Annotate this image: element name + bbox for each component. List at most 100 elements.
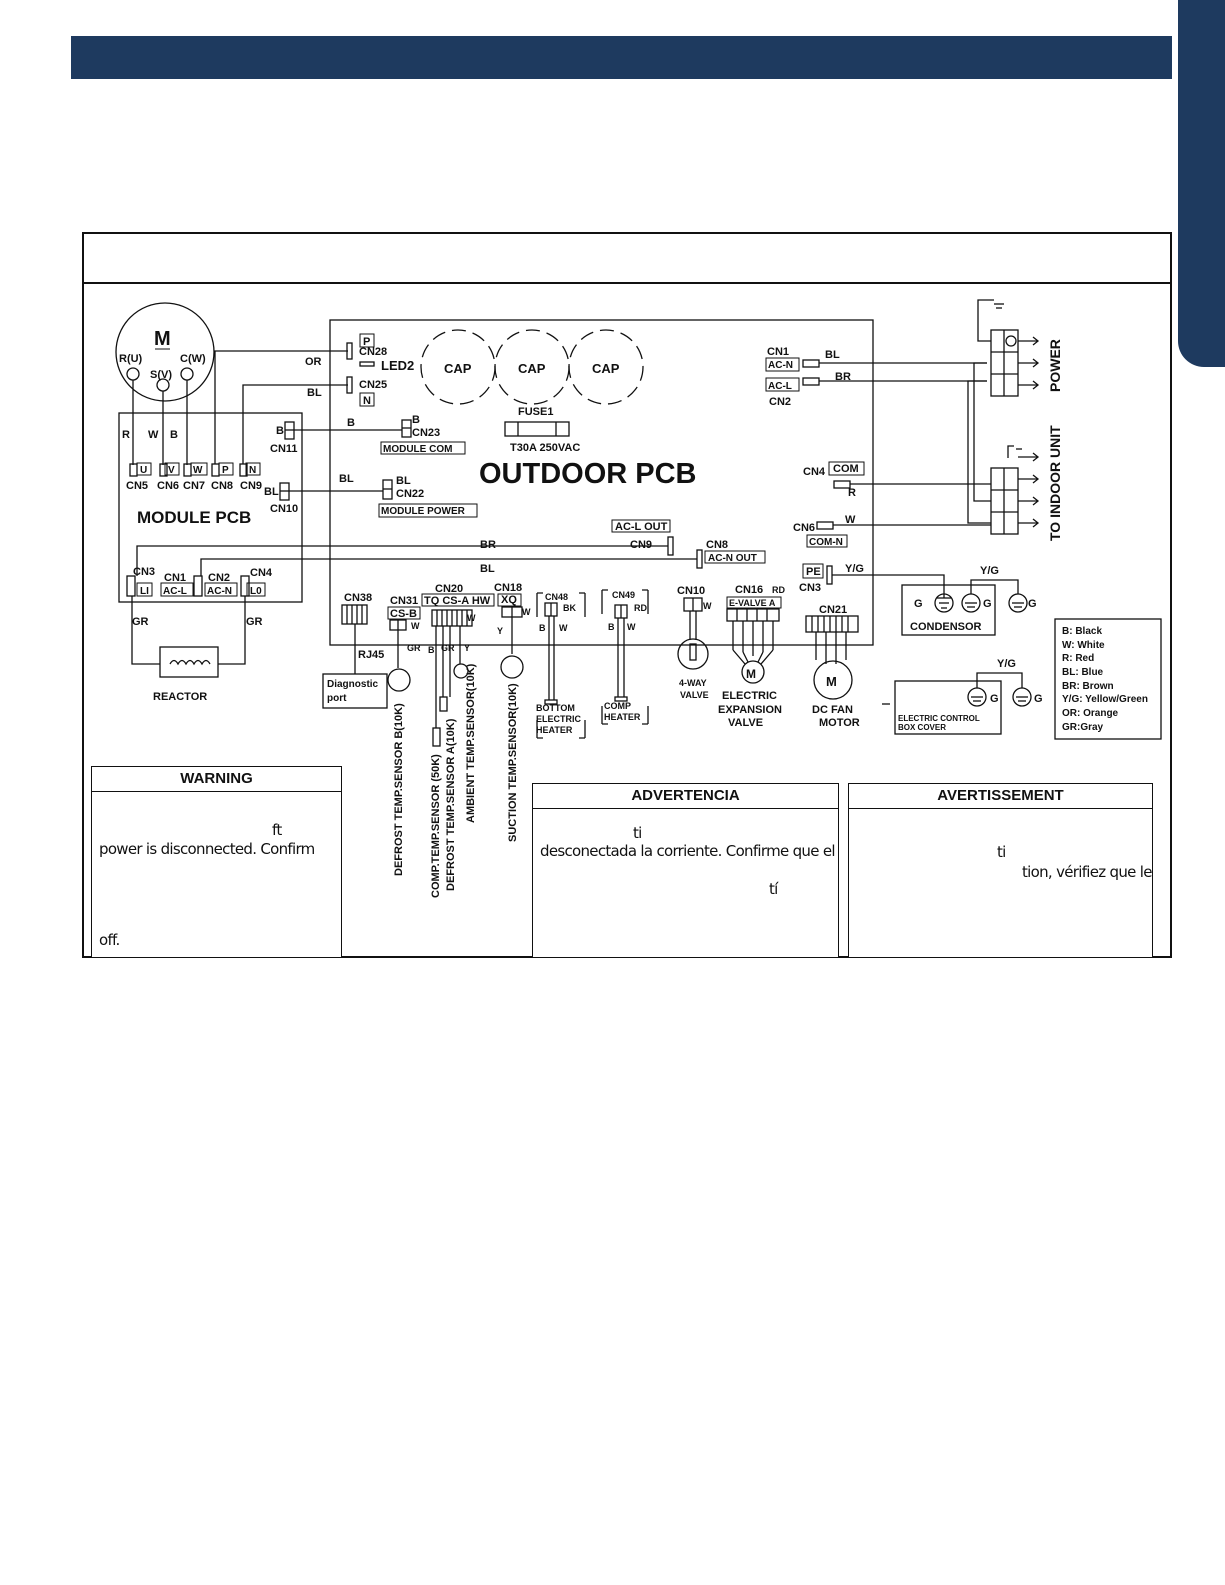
cap-label-2: CAP xyxy=(518,361,546,376)
wire-w-label: W xyxy=(148,429,159,441)
cn23-b-label: B xyxy=(412,414,420,426)
connector-cn25: CN25 xyxy=(359,379,387,391)
connector-cn4: CN4 xyxy=(803,466,826,478)
avertissement-title: AVERTISSEMENT xyxy=(849,784,1152,809)
legend-item-7: OR: Orange xyxy=(1062,708,1119,719)
terminal-n-outdoor: N xyxy=(363,395,371,407)
terminal-acl-out: AC-L OUT xyxy=(615,521,668,533)
cn20-gr-label: GR xyxy=(441,643,455,653)
cn16-rd-label: RD xyxy=(772,585,785,595)
cn20-w-label: W xyxy=(467,613,476,623)
fuse-label: FUSE1 xyxy=(518,406,553,418)
advertencia-title: ADVERTENCIA xyxy=(533,784,838,809)
connector-cn22: CN22 xyxy=(396,488,424,500)
cap-label-3: CAP xyxy=(592,361,620,376)
condensor-label: CONDENSOR xyxy=(910,621,982,633)
sensor-defrost-b: DEFROST TEMP.SENSOR B(10K) xyxy=(393,703,405,876)
terminal-acn-module: AC-N xyxy=(207,586,232,597)
legend-item-8: GR:Gray xyxy=(1062,722,1104,733)
terminal-acl-module: AC-L xyxy=(163,586,187,597)
cn31-gr-label: GR xyxy=(407,643,421,653)
motor-s-label: S(V) xyxy=(150,369,172,381)
motor-symbol: M xyxy=(154,328,171,350)
advertencia-line-3: tí xyxy=(769,880,778,898)
cn49-w-label: W xyxy=(627,622,636,632)
connector-cn3-outdoor: CN3 xyxy=(799,582,821,594)
color-legend xyxy=(1054,618,1162,740)
fan-line-2: MOTOR xyxy=(819,717,860,729)
reactor-label: REACTOR xyxy=(153,691,207,703)
terminal-lo: L0 xyxy=(250,586,262,597)
legend-item-5: BR: Brown xyxy=(1062,681,1114,692)
connector-cn6: CN6 xyxy=(157,480,179,492)
terminal-u: U xyxy=(140,465,147,476)
indoor-unit-label: TO INDOOR UNIT xyxy=(1047,425,1063,541)
wire-w-cn6: W xyxy=(845,514,856,526)
exp-valve-line-1: ELECTRIC xyxy=(722,690,777,702)
connector-cn1: CN1 xyxy=(767,346,789,358)
terminal-xq: XQ xyxy=(501,594,517,606)
box-cover-line-2: BOX COVER xyxy=(898,723,946,732)
terminal-p-outdoor: P xyxy=(363,336,370,348)
terminal-tq: TQ CS-A HW xyxy=(424,595,491,607)
g-label-2: G xyxy=(983,598,992,610)
connector-cn4-module: CN4 xyxy=(250,567,273,579)
g-label-1: G xyxy=(914,598,923,610)
wire-bl-label: BL xyxy=(307,387,322,399)
terminal-v: V xyxy=(168,465,175,476)
exp-valve-line-2: EXPANSION xyxy=(718,704,782,716)
module-com-label: MODULE COM xyxy=(383,444,452,455)
wire-bl-cn1: BL xyxy=(825,349,840,361)
terminal-acl: AC-L xyxy=(768,381,792,392)
four-way-line-1: 4-WAY xyxy=(679,678,707,688)
box-cover-line-1: ELECTRIC CONTROL xyxy=(898,714,980,723)
connector-cn31: CN31 xyxy=(390,595,418,607)
advertencia-line-1: ti xyxy=(633,824,642,842)
legend-item-6: Y/G: Yellow/Green xyxy=(1062,694,1148,705)
advertencia-line-2: desconectada la corriente. Confirme que … xyxy=(540,842,836,860)
g-label-3: G xyxy=(1028,598,1037,610)
cn48-bk-label: BK xyxy=(563,603,576,613)
cn18-y-label: Y xyxy=(497,626,503,636)
connector-cn10: CN10 xyxy=(270,503,298,515)
yg-condensor: Y/G xyxy=(980,565,999,577)
legend-item-2: W: White xyxy=(1062,640,1105,651)
four-way-line-2: VALVE xyxy=(680,690,709,700)
cn20-b-label: B xyxy=(428,645,435,655)
rj45-label: RJ45 xyxy=(358,649,384,661)
cn10-w-label: W xyxy=(703,601,712,611)
wire-br-cn9: BR xyxy=(480,539,496,551)
diagnostic-port-line-1: Diagnostic xyxy=(327,679,379,690)
cn10-bl-label: BL xyxy=(264,486,279,498)
terminal-w: W xyxy=(193,465,203,476)
connector-cn8-outdoor: CN8 xyxy=(706,539,728,551)
cap-label-1: CAP xyxy=(444,361,472,376)
terminal-p: P xyxy=(222,465,229,476)
terminal-comn: COM-N xyxy=(809,537,843,548)
wire-br-cn2: BR xyxy=(835,371,851,383)
bottom-heater-line-1: BOTTOM xyxy=(536,703,575,713)
power-label: POWER xyxy=(1047,339,1063,392)
connector-cn2: CN2 xyxy=(769,396,791,408)
outdoor-pcb-board xyxy=(329,319,874,646)
yg-box-cover: Y/G xyxy=(997,658,1016,670)
wire-or-label: OR xyxy=(305,356,322,368)
connector-cn21: CN21 xyxy=(819,604,847,616)
legend-item-3: R: Red xyxy=(1062,653,1094,664)
connector-cn23: CN23 xyxy=(412,427,440,439)
diagram-header xyxy=(84,234,1170,284)
cn22-bl-label: BL xyxy=(396,475,411,487)
warning-box-spanish: ADVERTENCIA ti desconectada la corriente… xyxy=(532,783,839,958)
module-pcb-label: MODULE PCB xyxy=(137,508,251,527)
connector-cn28: CN28 xyxy=(359,346,387,358)
legend-item-4: BL: Blue xyxy=(1062,667,1104,678)
warning-line-2: power is disconnected. Confirm xyxy=(99,840,315,858)
connector-cn10-outdoor: CN10 xyxy=(677,585,705,597)
sensor-ambient: AMBIENT TEMP.SENSOR(10K) xyxy=(465,663,477,823)
cn31-w-label: W xyxy=(411,621,420,631)
terminal-evalve: E-VALVE A xyxy=(729,598,776,608)
terminal-li: LI xyxy=(140,586,149,597)
reactor-gr-left: GR xyxy=(132,616,149,628)
sensor-suction: SUCTION TEMP.SENSOR(10K) xyxy=(507,683,519,842)
